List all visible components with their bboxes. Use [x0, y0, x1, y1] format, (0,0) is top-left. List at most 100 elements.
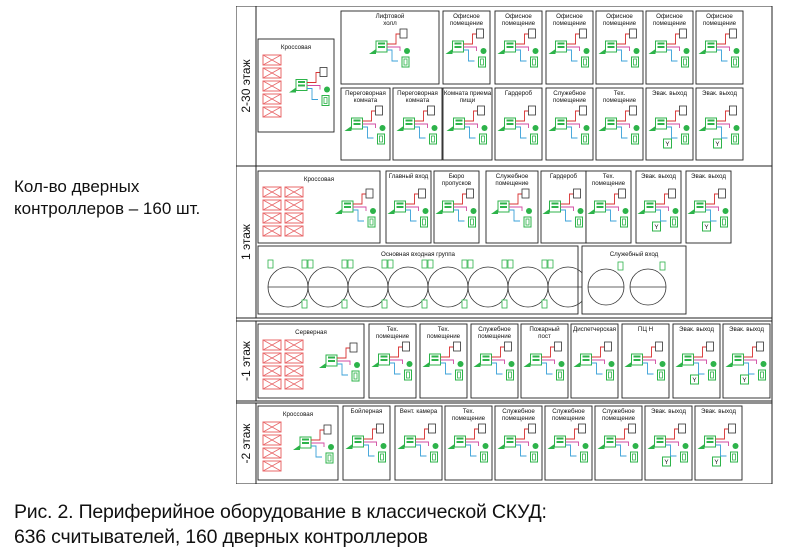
cable-blue — [515, 444, 527, 457]
cable-pink — [453, 206, 467, 211]
room-title-line: комната — [406, 97, 430, 104]
cable-blue — [463, 49, 475, 62]
controller-base — [637, 209, 645, 214]
controller-led — [607, 119, 615, 122]
room-title-line: Офисное — [453, 13, 480, 20]
reader-icon — [659, 361, 666, 367]
controller-base — [289, 87, 296, 93]
door-equipment — [548, 28, 590, 68]
cross-title: Кроссовая — [281, 44, 311, 51]
controller-led — [557, 119, 565, 122]
cable-blue — [387, 49, 398, 62]
cable-red — [616, 110, 632, 122]
reader-icon — [307, 259, 314, 269]
lock-icon — [631, 133, 639, 145]
patch-panel-cross — [262, 93, 282, 105]
lock-icon — [523, 216, 532, 228]
cable-blue — [705, 209, 717, 222]
controller-led — [696, 202, 704, 205]
door-icon — [729, 28, 737, 39]
room-title-line: Эвак. выход — [702, 90, 737, 97]
room-title-line: Гардероб — [550, 173, 578, 180]
reader-icon — [387, 259, 394, 269]
door-icon — [668, 188, 676, 199]
reader-icon — [301, 259, 308, 269]
cable-red — [743, 346, 759, 358]
reader-icon — [683, 125, 690, 131]
cable-pink — [716, 123, 730, 128]
lock-icon — [670, 216, 678, 228]
cable-red — [515, 428, 531, 440]
cable-red — [715, 428, 731, 440]
lock-inner — [622, 218, 626, 226]
controller-led — [344, 202, 351, 205]
room-box: Вент. камера — [394, 405, 443, 481]
patch-panel-cross — [262, 106, 282, 118]
controller-led — [607, 46, 615, 48]
reader-icon — [406, 361, 413, 367]
controller-led — [380, 359, 388, 361]
lock-icon — [758, 369, 766, 381]
cable-blue — [693, 362, 705, 375]
cable-blue — [566, 49, 578, 62]
reader-icon — [467, 259, 474, 269]
door-icon — [679, 105, 687, 116]
controller-led — [405, 119, 413, 122]
controller-led — [684, 355, 692, 358]
room-title-line: помещение — [502, 20, 536, 27]
room-title-line: помещение — [427, 333, 461, 340]
lock-inner — [481, 135, 485, 143]
door-icon — [679, 28, 687, 39]
cable-blue — [509, 209, 520, 222]
reader-icon — [501, 259, 508, 269]
controller-led — [396, 202, 404, 205]
door-equipment — [371, 341, 413, 381]
reader-icon — [427, 259, 434, 269]
cable-red — [453, 193, 469, 205]
lock-icon — [429, 133, 437, 145]
cable-blue — [515, 126, 527, 139]
room-title: Эвак. выход — [729, 326, 764, 333]
lock-inner — [659, 371, 663, 379]
lock-icon — [720, 216, 728, 228]
controller-led — [706, 441, 714, 443]
lock-inner — [457, 371, 461, 379]
controller-base — [542, 209, 550, 214]
cable-pink — [666, 46, 680, 51]
cable-red — [716, 110, 732, 122]
controllers-count-note: Кол-во дверных контроллеров – 160 шт. — [14, 177, 201, 218]
cross-room: Кроссовая — [257, 38, 335, 133]
patch-panel-cross — [262, 54, 282, 66]
door-equipment — [587, 188, 629, 228]
lock-icon — [731, 56, 739, 68]
cable-blue — [464, 126, 476, 139]
cable-pink — [414, 123, 428, 128]
reader-icon — [381, 299, 388, 309]
controller-base — [698, 126, 706, 131]
cable-red — [642, 346, 658, 358]
lock-icon — [351, 370, 360, 382]
controller-led — [646, 202, 654, 205]
door-icon — [428, 423, 436, 434]
room-title-line: Офисное — [706, 13, 733, 20]
cross-room: Кроссовая — [257, 170, 381, 244]
door-equipment — [497, 423, 539, 463]
cable-blue — [616, 126, 628, 139]
door-icon — [579, 28, 587, 39]
reader-icon — [354, 362, 360, 368]
reader-icon — [659, 261, 666, 271]
cable-red — [515, 33, 531, 45]
reader-icon — [532, 443, 539, 449]
lock-inner — [532, 58, 536, 66]
room-title: Эвак. выход — [679, 326, 714, 333]
entrance-title: Основная входная группа — [381, 251, 456, 258]
controller-led — [707, 123, 715, 125]
cable-pink — [415, 441, 429, 446]
controller-base — [473, 362, 481, 367]
reader-icon — [432, 443, 439, 449]
cable-blue — [363, 444, 375, 457]
room-title: Эвак. выход — [702, 90, 737, 97]
